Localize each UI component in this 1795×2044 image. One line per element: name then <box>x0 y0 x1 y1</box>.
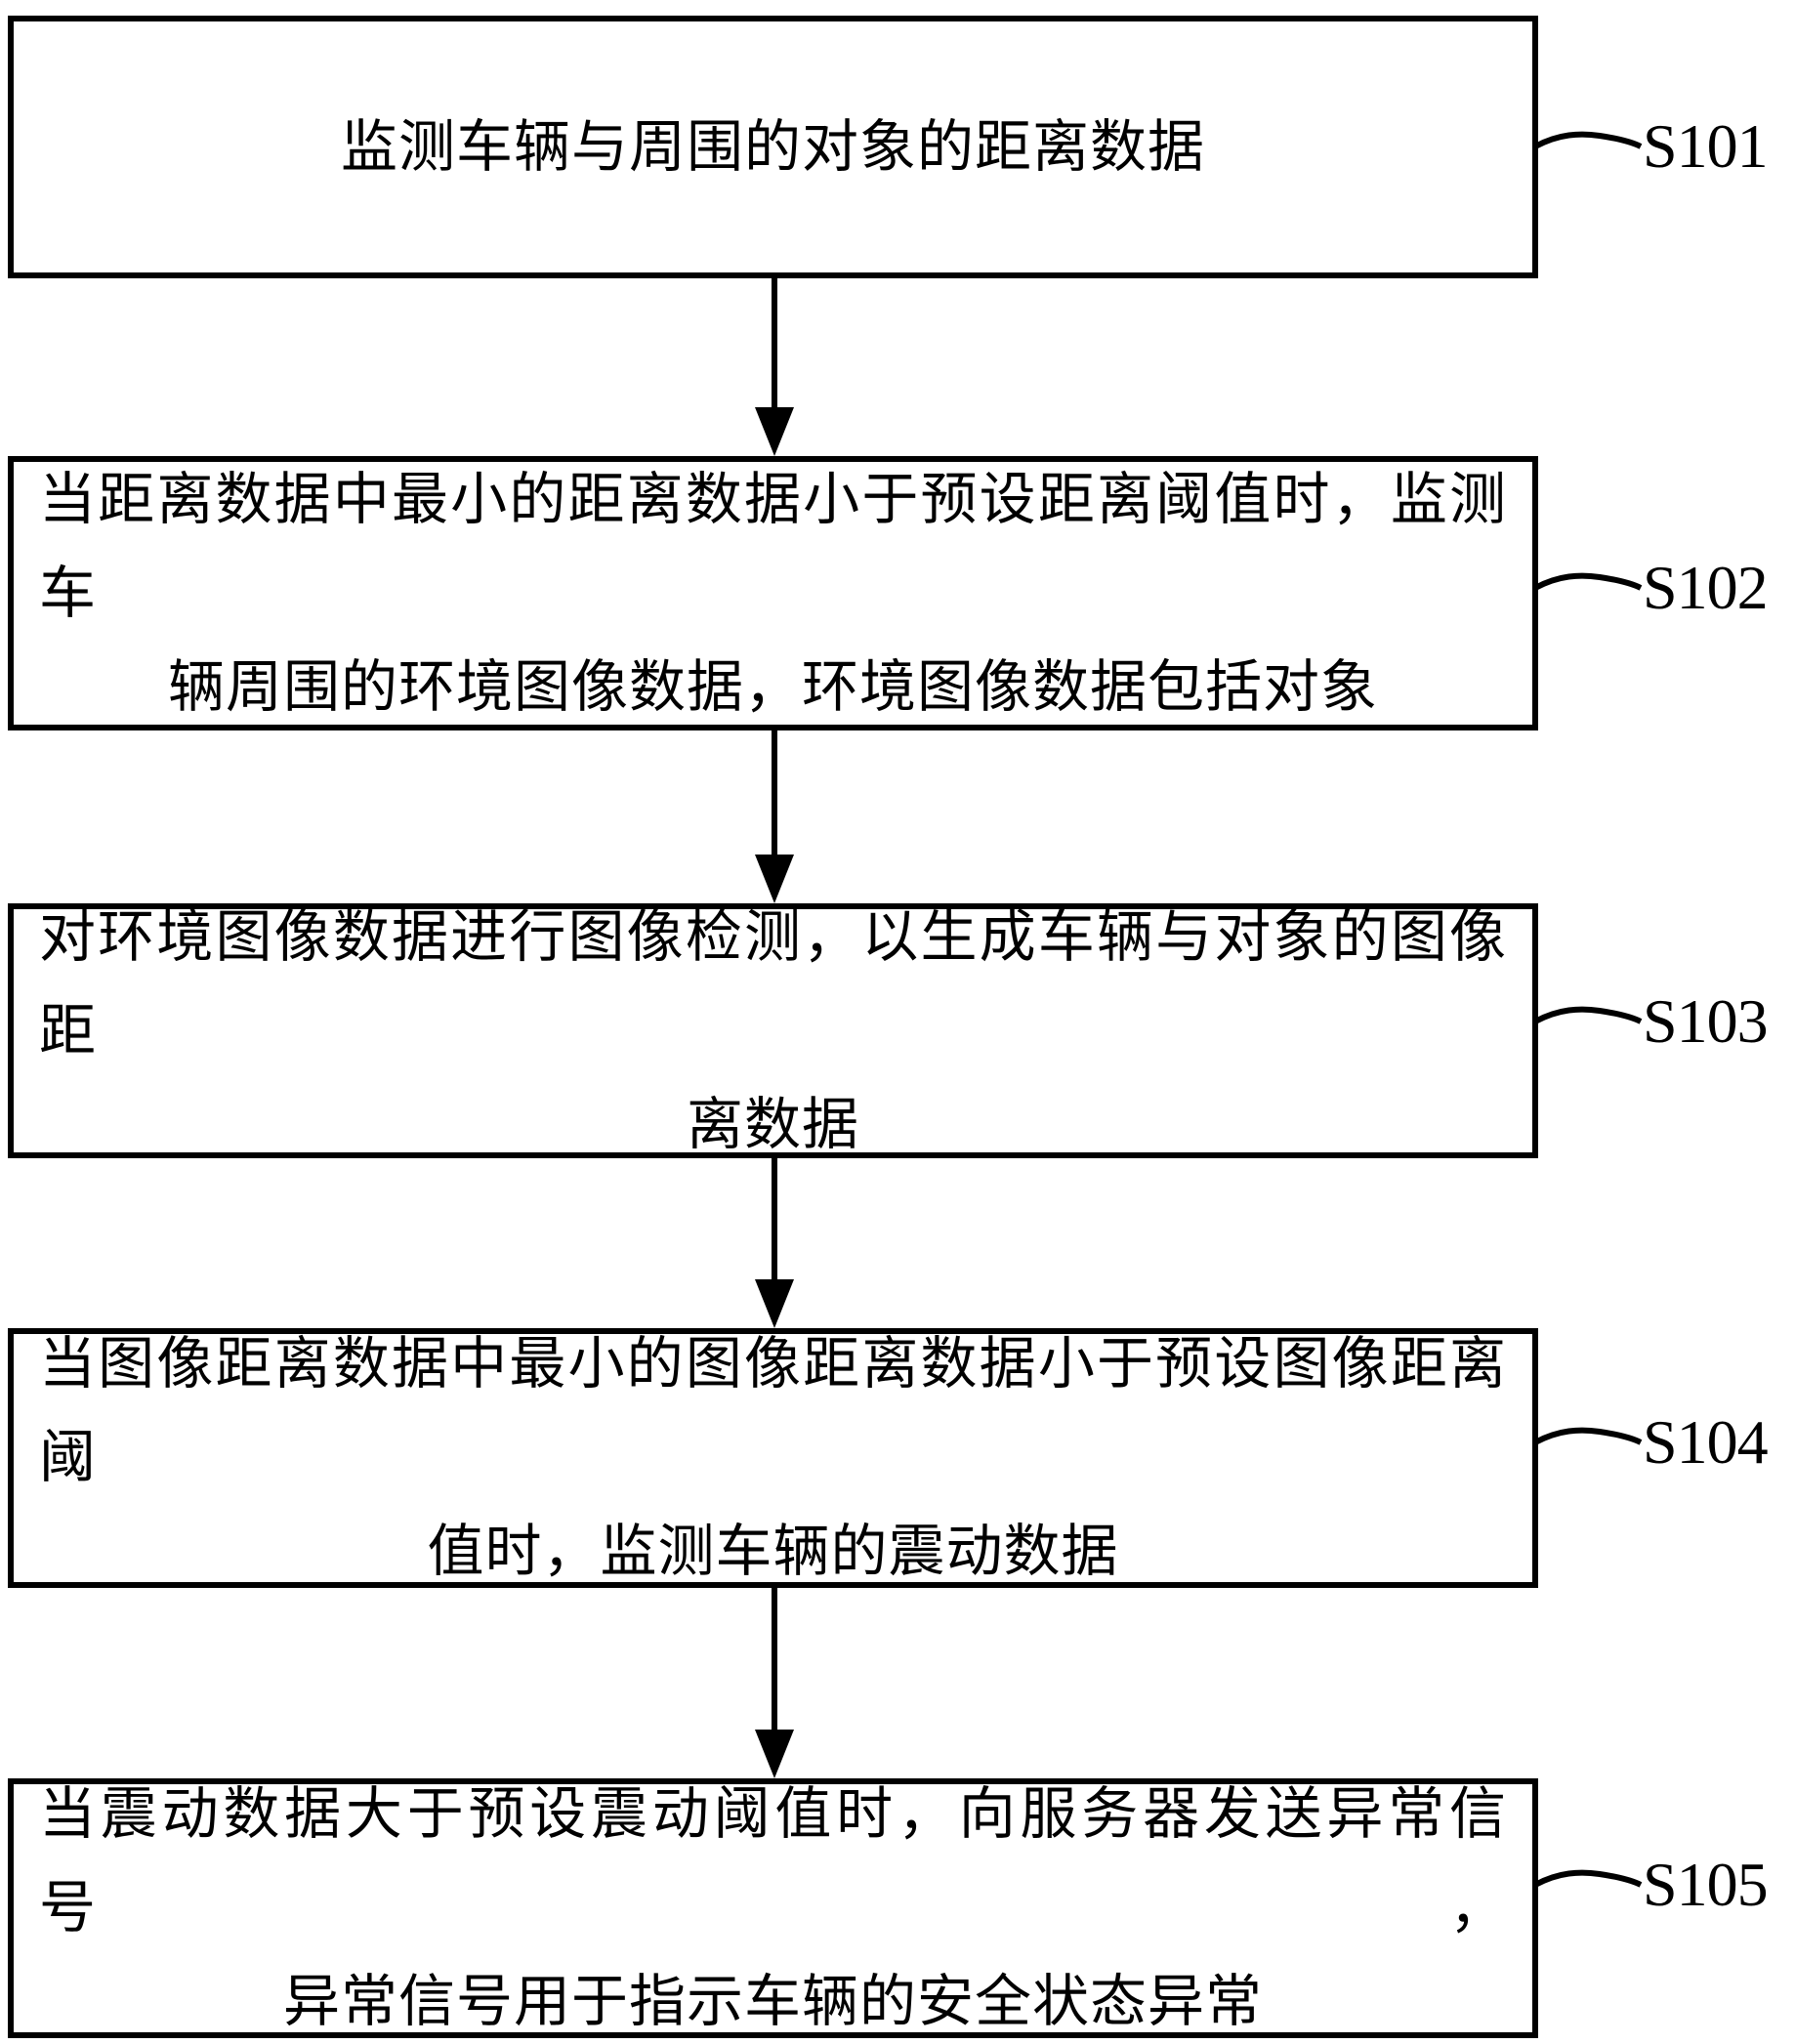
step-text-line: 当距离数据中最小的距离数据小于预设距离阈值时，监测车 <box>39 467 1507 625</box>
arrow-shaft-1 <box>772 278 777 409</box>
reference-connector-s102 <box>1533 572 1643 591</box>
step-box-s102: 当距离数据中最小的距离数据小于预设距离阈值时，监测车 辆周围的环境图像数据，环境… <box>8 456 1538 730</box>
arrow-shaft-2 <box>772 730 777 856</box>
step-text-line: 监测车辆与周围的对象的距离数据 <box>340 114 1205 179</box>
step-text-line: 离数据 <box>686 1092 859 1156</box>
reference-connector-s105 <box>1533 1869 1643 1888</box>
step-label-s102: S102 <box>1643 553 1769 622</box>
step-box-s105: 当震动数据大于预设震动阈值时，向服务器发送异常信号， 异常信号用于指示车辆的安全… <box>8 1778 1538 2038</box>
arrow-shaft-3 <box>772 1158 777 1281</box>
step-text-line: 当震动数据大于预设震动阈值时，向服务器发送异常信号， <box>39 1782 1507 1940</box>
step-label-s101: S101 <box>1643 111 1769 181</box>
step-box-s104: 当图像距离数据中最小的图像距离数据小于预设图像距离阈 值时，监测车辆的震动数据 <box>8 1328 1538 1588</box>
reference-connector-s103 <box>1533 1006 1643 1024</box>
reference-connector-s101 <box>1533 131 1643 149</box>
arrow-down-icon <box>755 1730 794 1778</box>
step-label-s104: S104 <box>1643 1407 1769 1477</box>
step-label-s105: S105 <box>1643 1850 1769 1919</box>
step-label-s103: S103 <box>1643 986 1769 1056</box>
step-text-line: 值时，监测车辆的震动数据 <box>427 1520 1119 1583</box>
step-text-line: 辆周围的环境图像数据，环境图像数据包括对象 <box>167 654 1378 719</box>
arrow-down-icon <box>755 1279 794 1328</box>
step-box-s101: 监测车辆与周围的对象的距离数据 <box>8 16 1538 278</box>
arrow-down-icon <box>755 407 794 456</box>
step-text-line: 异常信号用于指示车辆的安全状态异常 <box>282 1970 1263 2033</box>
reference-connector-s104 <box>1533 1427 1643 1445</box>
step-text-line: 对环境图像数据进行图像检测，以生成车辆与对象的图像距 <box>39 904 1507 1063</box>
step-box-s103: 对环境图像数据进行图像检测，以生成车辆与对象的图像距 离数据 <box>8 903 1538 1158</box>
step-text-line: 当图像距离数据中最小的图像距离数据小于预设图像距离阈 <box>39 1332 1507 1489</box>
arrow-down-icon <box>755 855 794 903</box>
arrow-shaft-4 <box>772 1588 777 1731</box>
